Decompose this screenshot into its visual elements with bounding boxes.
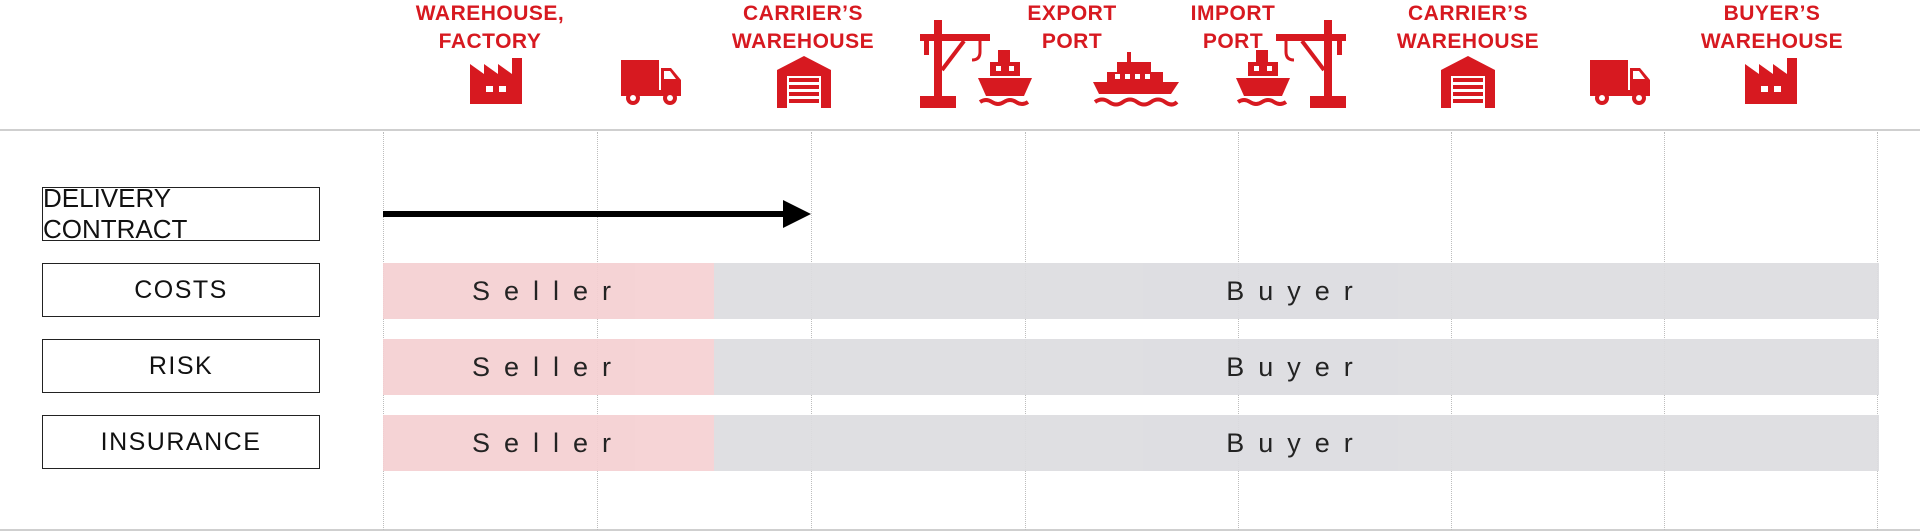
crane-icon [920,20,990,108]
grid-line [1025,132,1026,530]
factory-icon [470,58,522,104]
grid-line [1238,132,1239,530]
grid-line [1664,132,1665,530]
warehouse-icon [1441,56,1495,108]
row-label-delivery-contract: DELIVERY CONTRACT [42,183,320,244]
grid-line [597,132,598,530]
stage-label-warehouse-factory: WAREHOUSE,FACTORY [415,2,565,53]
grid-line [1877,132,1878,530]
grid-line [383,132,384,530]
insurance-buyer-bar: Buyer [714,415,1879,471]
grid-line [811,132,812,530]
costs-seller-bar: Seller [383,263,714,319]
ship-icon [978,50,1032,106]
crane-icon [1276,20,1346,108]
row-label-risk: RISK [42,339,320,393]
truck-icon [1590,60,1650,105]
header-divider [0,129,1920,131]
costs-buyer-bar: Buyer [714,263,1879,319]
risk-buyer-bar: Buyer [714,339,1879,395]
risk-seller-bar: Seller [383,339,714,395]
row-label-insurance: INSURANCE [42,415,320,469]
row-label-costs: COSTS [42,263,320,317]
truck-icon [621,60,681,105]
warehouse-icon [777,56,831,108]
insurance-seller-bar: Seller [383,415,714,471]
ferry-icon [1093,52,1179,107]
ship-icon [1236,50,1290,106]
grid-line [1451,132,1452,530]
bottom-divider [0,529,1920,531]
delivery-contract-arrow [383,200,811,228]
factory-icon [1745,58,1797,104]
